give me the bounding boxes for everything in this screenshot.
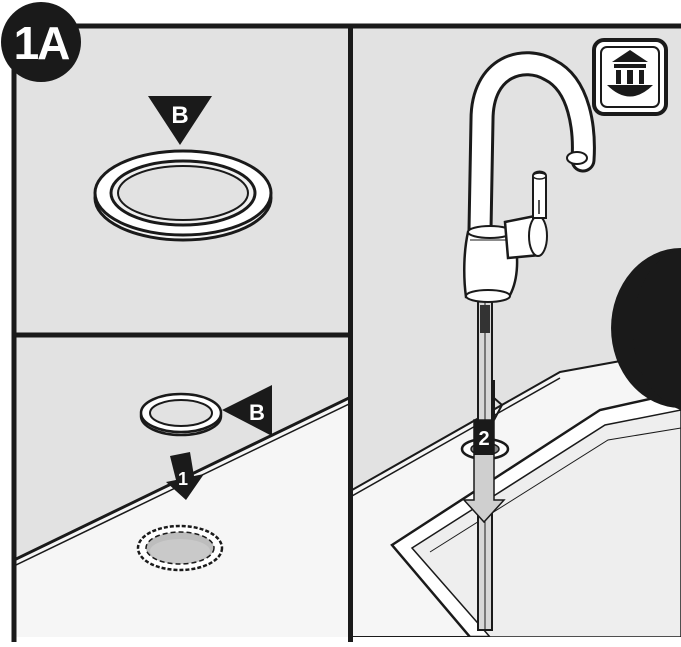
dishwasher-icon bbox=[592, 38, 668, 116]
callout-b-top: B bbox=[148, 96, 212, 145]
callout-b-side: B bbox=[222, 385, 272, 436]
callout-b-top-label: B bbox=[171, 102, 188, 129]
step-2-arrow: 2 bbox=[462, 419, 506, 524]
step-2-label: 2 bbox=[478, 428, 489, 450]
step-badge: 1A bbox=[1, 2, 81, 82]
panel-faucet-install: 2 bbox=[352, 26, 681, 637]
panel-countertop-close: B 1 bbox=[14, 337, 349, 637]
ring-b bbox=[93, 149, 273, 242]
panel-borders bbox=[11, 23, 681, 642]
ring-b-small bbox=[139, 392, 223, 437]
step-1-arrow: 1 bbox=[166, 452, 204, 500]
step-badge-label: 1A bbox=[14, 17, 70, 69]
panel-part-b: B bbox=[14, 26, 349, 333]
callout-b-side-label: B bbox=[249, 400, 265, 425]
faucet bbox=[463, 51, 596, 303]
step-1-label: 1 bbox=[178, 469, 188, 489]
mounting-hole bbox=[136, 524, 224, 572]
